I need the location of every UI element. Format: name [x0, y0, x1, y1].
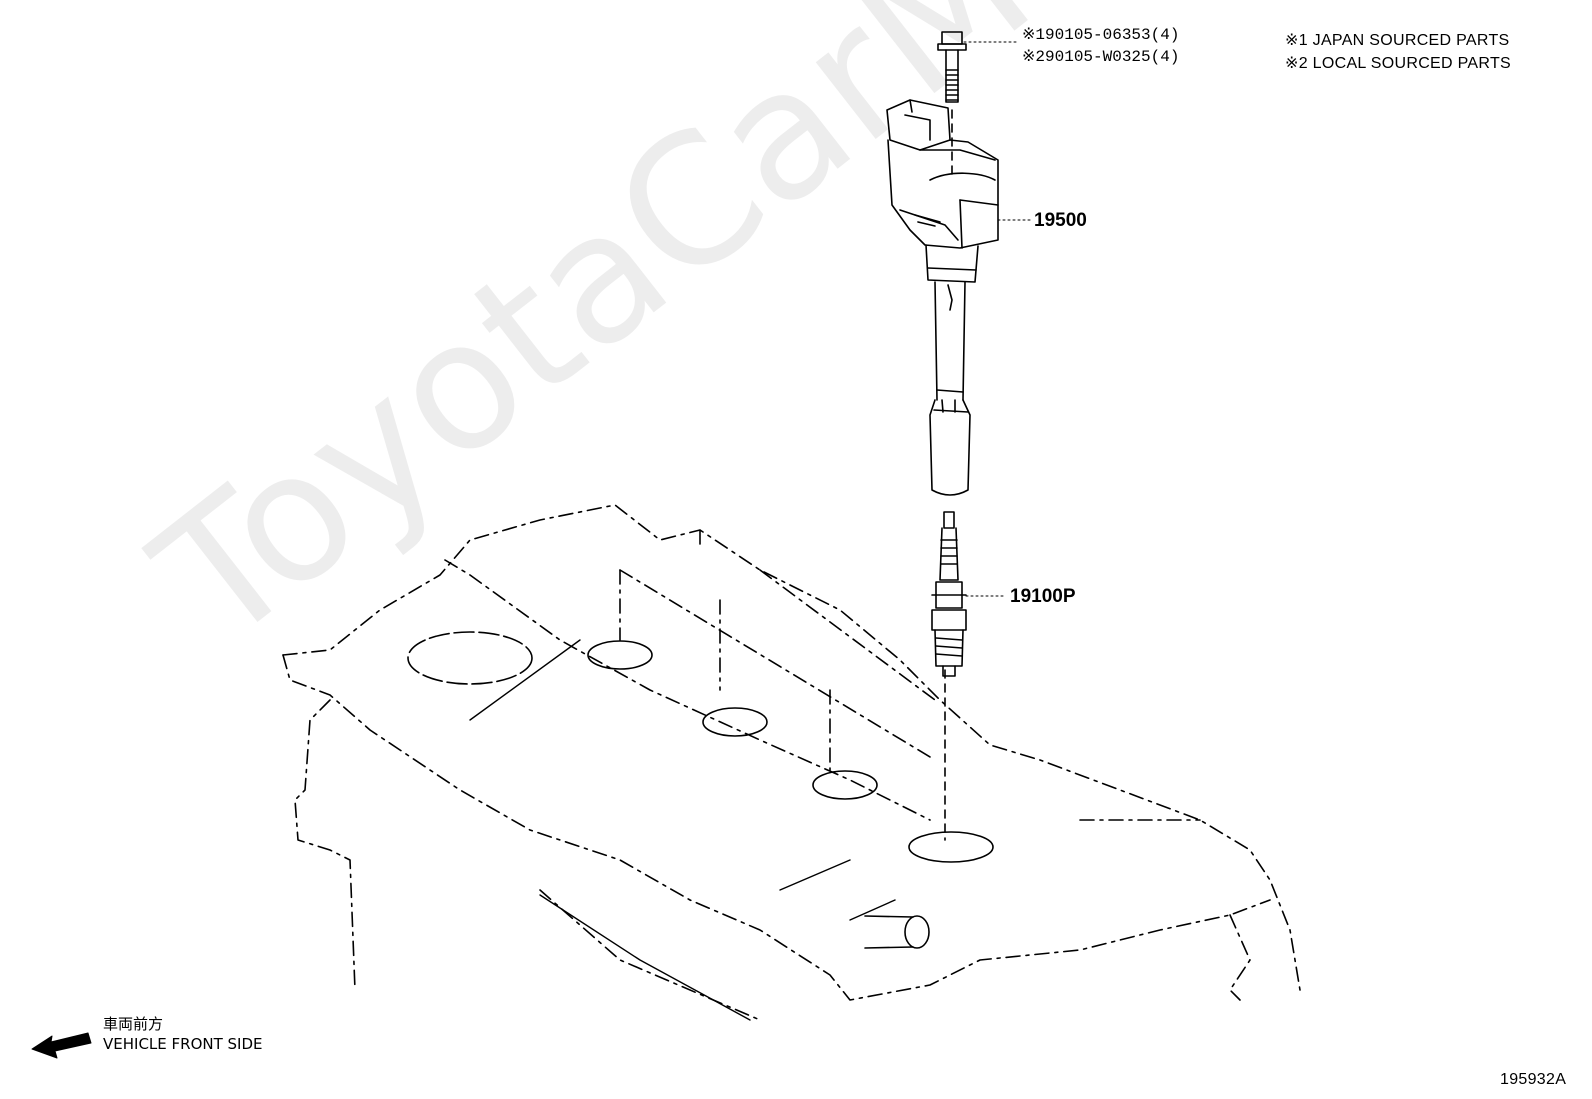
bolt-callout-line2: ※290105-W0325(4)	[1022, 49, 1179, 65]
bolt-part-number-local: 90105-W0325(4)	[1045, 48, 1180, 66]
left-arrow-icon	[31, 1032, 92, 1059]
bolt-callout-line1: ※190105-06353(4)	[1022, 27, 1179, 43]
leader-lines	[963, 41, 1031, 597]
spark-plug-icon	[931, 511, 967, 677]
direction-label-japanese: 車両前方	[103, 1015, 164, 1033]
ignition-coil-icon	[886, 99, 999, 496]
direction-label-english: VEHICLE FRONT SIDE	[103, 1035, 263, 1053]
cylinder-head-outline	[282, 109, 1301, 1021]
cylinder-head-solid-lines	[469, 639, 896, 1021]
japan-source-mark: ※1	[1022, 26, 1046, 44]
plug-bores	[407, 631, 994, 949]
part-label-spark-plug: 19100P	[1010, 586, 1076, 607]
bolt-icon	[937, 31, 967, 103]
part-label-ignition-coil: 19500	[1034, 210, 1087, 231]
legend-note-local: ※2 LOCAL SOURCED PARTS	[1285, 55, 1511, 72]
legend-note-japan: ※1 JAPAN SOURCED PARTS	[1285, 32, 1510, 49]
illustration-id: 195932A	[1500, 1071, 1567, 1088]
local-source-mark: ※2	[1022, 48, 1046, 66]
bolt-part-number-japan: 90105-06353(4)	[1045, 26, 1180, 44]
